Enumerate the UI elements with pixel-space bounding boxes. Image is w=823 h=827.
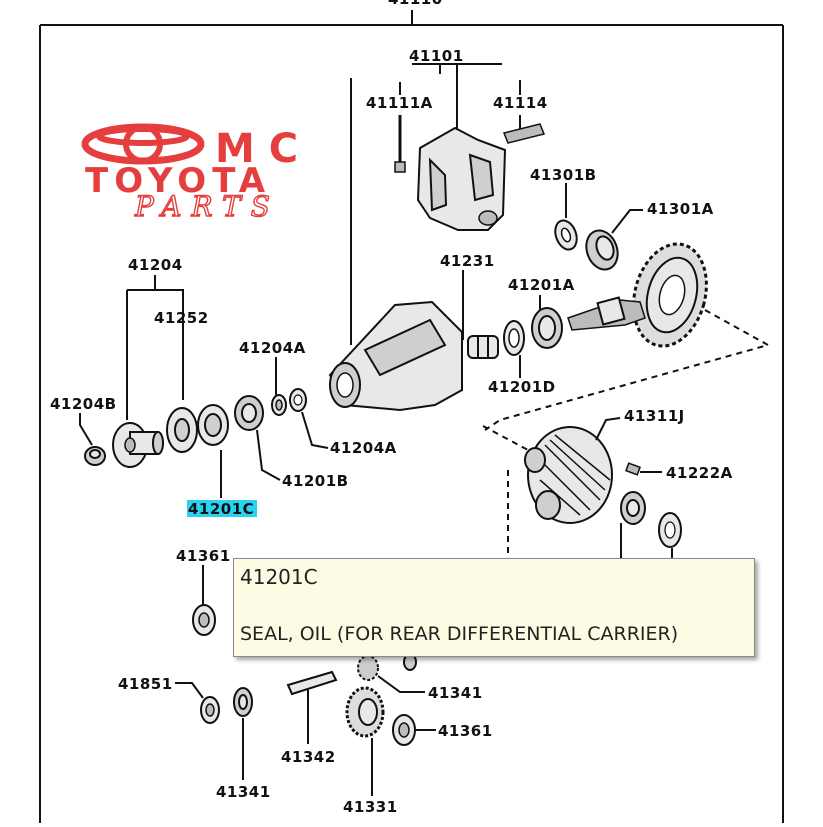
diagram-frame — [39, 10, 784, 823]
label-41341-bottom[interactable]: 41341 — [216, 783, 271, 801]
label-41204B[interactable]: 41204B — [50, 395, 117, 413]
bolt-41222A[interactable] — [625, 462, 662, 476]
label-41301B[interactable]: 41301B — [530, 166, 597, 184]
washer-41201D[interactable] — [503, 320, 525, 356]
label-41341-right[interactable]: 41341 — [428, 684, 483, 702]
label-41201D[interactable]: 41201D — [488, 378, 556, 396]
leader-41204-bracket — [127, 289, 184, 400]
leader-41301A — [611, 209, 643, 234]
nut-41204B[interactable] — [84, 446, 106, 466]
label-41361-right[interactable]: 41361 — [438, 722, 493, 740]
leader-41311J — [595, 417, 621, 441]
pinion-gear-41341-left[interactable] — [233, 687, 253, 717]
leader-41851 — [175, 682, 204, 699]
leader-41204B — [79, 413, 93, 446]
carrier-housing-41101[interactable] — [416, 126, 507, 231]
dashed-case-outline-2 — [482, 425, 529, 451]
label-41311J[interactable]: 41311J — [624, 407, 685, 425]
collapsible-spacer[interactable] — [467, 335, 499, 359]
leader-41204A-bottom — [301, 411, 329, 449]
bearing-41301A[interactable] — [581, 226, 623, 274]
part-tooltip: 41201C SEAL, OIL (FOR REAR DIFFERENTIAL … — [233, 558, 755, 657]
washer-41301B[interactable] — [551, 217, 580, 252]
label-41201C[interactable]: 41201C — [188, 500, 254, 518]
tooltip-part-description: SEAL, OIL (FOR REAR DIFFERENTIAL CARRIER… — [240, 623, 679, 645]
companion-flange[interactable] — [112, 422, 164, 468]
drive-pinion[interactable] — [567, 296, 646, 331]
logo-brand-top: MC — [215, 126, 312, 172]
label-41331[interactable]: 41331 — [343, 798, 398, 816]
logo-brand-sub: PARTS — [134, 190, 280, 223]
leader-41201B — [256, 429, 281, 481]
washer-41204A-2[interactable] — [289, 388, 307, 412]
label-41222A[interactable]: 41222A — [666, 464, 733, 482]
label-41204[interactable]: 41204 — [128, 256, 183, 274]
label-41361-left[interactable]: 41361 — [176, 547, 231, 565]
side-bearing-right[interactable] — [620, 491, 646, 525]
logo-brand-main: TOYOTA — [85, 161, 271, 201]
leader-41341-right — [377, 675, 425, 693]
bearing-41201A[interactable] — [531, 307, 563, 349]
carrier-case-41231[interactable] — [328, 300, 463, 412]
washer-41361-left[interactable] — [192, 604, 216, 636]
toyota-logo — [81, 123, 205, 165]
label-41101[interactable]: 41101 — [409, 47, 464, 65]
label-41201A[interactable]: 41201A — [508, 276, 575, 294]
differential-case-41311J[interactable] — [524, 426, 613, 524]
tooltip-part-code: 41201C — [240, 565, 318, 589]
washer-41204A-1[interactable] — [271, 394, 287, 416]
label-41851[interactable]: 41851 — [118, 675, 173, 693]
side-gear-41331[interactable] — [345, 686, 385, 738]
pinion-shaft-41342[interactable] — [286, 670, 338, 696]
label-41204A-top[interactable]: 41204A — [239, 339, 306, 357]
pinion-gear-41341-right[interactable] — [357, 653, 417, 681]
highlight-41201C — [187, 500, 257, 517]
label-41342[interactable]: 41342 — [281, 748, 336, 766]
label-41204A-bottom[interactable]: 41204A — [330, 439, 397, 457]
label-41114[interactable]: 41114 — [493, 94, 548, 112]
ring-gear[interactable] — [623, 236, 718, 355]
side-washer-right[interactable] — [658, 512, 682, 548]
deflector-41252[interactable] — [166, 407, 198, 453]
label-41201B[interactable]: 41201B — [282, 472, 349, 490]
label-41252[interactable]: 41252 — [154, 309, 209, 327]
bolt-41111A[interactable] — [394, 82, 406, 173]
bearing-41201B[interactable] — [234, 395, 264, 431]
label-41110-partial[interactable]: 41110 — [388, 0, 443, 8]
label-41301A[interactable]: 41301A — [647, 200, 714, 218]
label-41111A[interactable]: 41111A — [366, 94, 433, 112]
washer-41361-right[interactable] — [392, 714, 416, 746]
oil-seal-41201C[interactable] — [197, 404, 229, 446]
stud-41114[interactable] — [502, 80, 546, 144]
label-41231[interactable]: 41231 — [440, 252, 495, 270]
dashed-case-outline — [484, 309, 771, 431]
washer-41851[interactable] — [200, 696, 220, 724]
